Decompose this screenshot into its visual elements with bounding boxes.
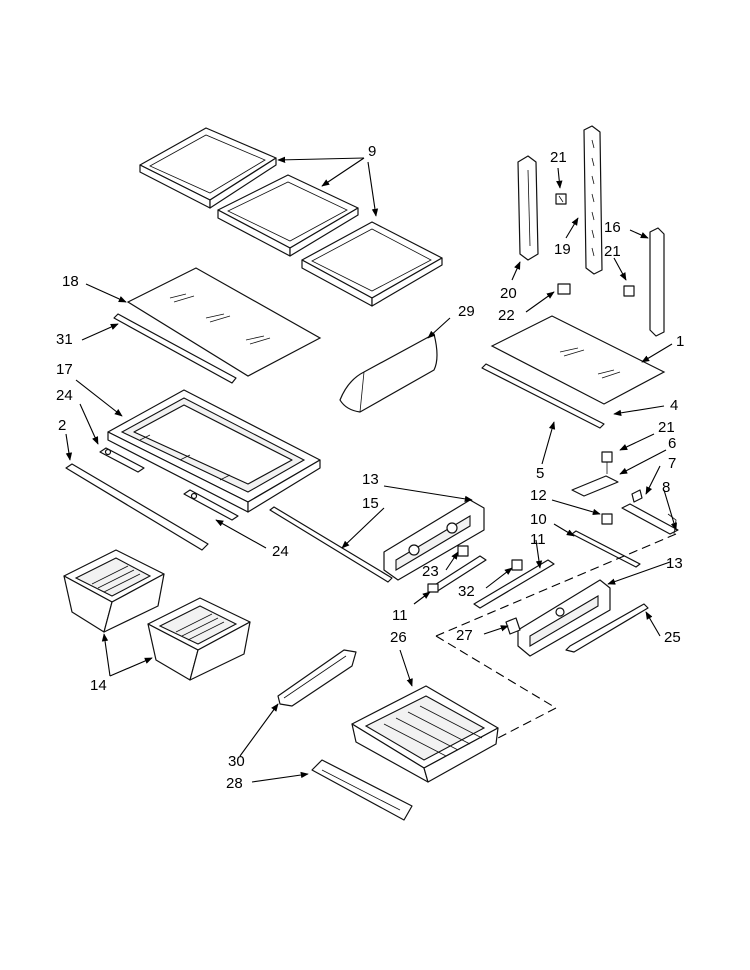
shelf-part-9-a bbox=[139, 127, 277, 209]
glass-shelf-part-18 bbox=[126, 267, 322, 377]
shelf-part-9-c bbox=[301, 221, 443, 307]
shelf-frame-part-17 bbox=[107, 389, 321, 513]
callout-27: 27 bbox=[456, 627, 473, 644]
callout-24-second: 24 bbox=[272, 543, 289, 560]
clip-part-7 bbox=[631, 489, 643, 503]
callout-14: 14 bbox=[90, 677, 107, 694]
deli-drawer-part-26 bbox=[351, 685, 499, 783]
callout-20: 20 bbox=[500, 285, 517, 302]
callout-labels: 9 21 19 16 21 20 22 18 29 1 31 17 24 4 2… bbox=[56, 143, 684, 792]
callout-32: 32 bbox=[458, 583, 475, 600]
callout-11: 11 bbox=[530, 531, 546, 548]
callout-8: 8 bbox=[662, 479, 670, 496]
slide-housing-part-13-a bbox=[383, 499, 485, 581]
callout-2: 2 bbox=[58, 417, 66, 434]
screw-part-32 bbox=[511, 559, 523, 571]
screw-part-23 bbox=[457, 545, 469, 557]
liner-part-20 bbox=[517, 155, 539, 261]
slide-part-11-a bbox=[427, 555, 487, 593]
callout-10: 10 bbox=[530, 511, 547, 528]
callout-18: 18 bbox=[62, 273, 79, 290]
callout-1: 1 bbox=[676, 333, 684, 350]
screw-part-21-a bbox=[555, 193, 567, 205]
callout-29: 29 bbox=[458, 303, 475, 320]
rod-part-15 bbox=[269, 506, 393, 583]
callout-26: 26 bbox=[390, 629, 407, 646]
slide-part-11-b bbox=[473, 559, 555, 609]
crisper-bin-part-14-b bbox=[147, 597, 251, 681]
callout-7: 7 bbox=[668, 455, 676, 472]
assembly-dashed-lines bbox=[435, 533, 677, 739]
callout-17: 17 bbox=[56, 361, 73, 378]
callout-23: 23 bbox=[422, 563, 439, 580]
crisper-bin-part-14-a bbox=[63, 549, 165, 633]
rail-part-2 bbox=[65, 463, 209, 551]
callout-21-third: 21 bbox=[658, 419, 675, 436]
bracket-part-24-a bbox=[99, 447, 145, 473]
rod-part-25 bbox=[565, 603, 649, 653]
trim-part-5 bbox=[481, 363, 605, 429]
callout-19: 19 bbox=[554, 241, 571, 258]
drawer-front-part-28 bbox=[311, 759, 413, 821]
rail-part-19 bbox=[583, 125, 603, 275]
screw-part-21-c bbox=[601, 451, 613, 474]
rod-part-10 bbox=[571, 530, 641, 568]
callout-15: 15 bbox=[362, 495, 379, 512]
screw-part-12 bbox=[601, 513, 613, 525]
callout-9: 9 bbox=[368, 143, 376, 160]
slide-housing-part-13-b bbox=[517, 579, 611, 657]
screw-part-21-b bbox=[623, 285, 635, 297]
callout-5: 5 bbox=[536, 465, 544, 482]
bracket-part-24-b bbox=[183, 489, 239, 521]
glass-shelf-part-1 bbox=[490, 315, 666, 405]
callout-21-second: 21 bbox=[604, 243, 621, 260]
callout-31: 31 bbox=[56, 331, 73, 348]
cover-part-29 bbox=[339, 333, 438, 413]
callout-24: 24 bbox=[56, 387, 73, 404]
callout-6: 6 bbox=[668, 435, 676, 452]
leader-lines bbox=[65, 156, 677, 783]
callout-11-second: 11 bbox=[392, 607, 408, 624]
callout-4: 4 bbox=[670, 397, 678, 414]
callout-30: 30 bbox=[228, 753, 245, 770]
bracket-part-6 bbox=[571, 475, 619, 497]
callout-13: 13 bbox=[362, 471, 379, 488]
shelf-part-9-b bbox=[217, 174, 359, 257]
shelf-trim-part-31 bbox=[113, 313, 237, 384]
callout-16: 16 bbox=[604, 219, 621, 236]
callout-25: 25 bbox=[664, 629, 681, 646]
screw-part-22 bbox=[557, 283, 571, 295]
callout-28: 28 bbox=[226, 775, 243, 792]
callout-13-second: 13 bbox=[666, 555, 683, 572]
callout-22: 22 bbox=[498, 307, 515, 324]
liner-part-16 bbox=[649, 227, 665, 337]
callout-21: 21 bbox=[550, 149, 567, 166]
handle-part-30 bbox=[277, 649, 357, 707]
callout-12: 12 bbox=[530, 487, 547, 504]
